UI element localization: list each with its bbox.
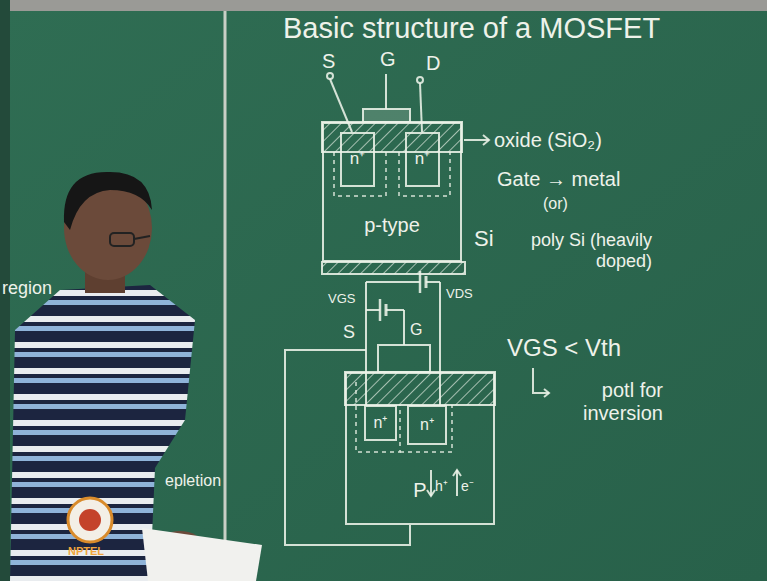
paper-sheet <box>142 528 262 581</box>
arrow-head <box>453 470 461 476</box>
diffusion-box: n⁺ <box>364 405 397 441</box>
battery-plate <box>419 271 422 293</box>
substrate-box: p-type n⁺ n⁺ <box>322 122 462 262</box>
wire <box>366 281 420 283</box>
note-text: (or) <box>543 195 568 213</box>
note-text: Gate → metal <box>497 168 620 191</box>
wall-strip <box>0 0 767 11</box>
arrow-head <box>544 389 549 397</box>
note-text-holder: (or) <box>543 195 568 213</box>
hole-arrow <box>430 470 432 496</box>
nptel-logo-core <box>79 509 101 531</box>
terminal-label-holder: D <box>426 52 440 75</box>
region-label: n⁺ <box>374 414 388 432</box>
carrier-label: h⁺ <box>435 478 448 494</box>
material-label: Si <box>474 226 494 251</box>
note-text-holder: Gate → metal <box>497 168 620 191</box>
body-wire <box>285 350 410 545</box>
oxide-layer <box>322 122 462 152</box>
note-text-holder: poly Si (heavily doped) <box>512 230 652 271</box>
terminal-label-holder: S <box>343 322 355 343</box>
region-label: n⁺ <box>350 150 365 169</box>
region-label: n⁺ <box>415 150 430 169</box>
leader-line <box>533 368 549 393</box>
note-text: poly Si (heavily doped) <box>512 230 652 271</box>
partial-board-text-holder: region <box>2 278 52 299</box>
diffusion-box: n⁺ <box>340 132 375 187</box>
terminal-label-holder: G <box>380 48 396 71</box>
arrow-head <box>483 135 489 145</box>
carrier-label-holder: h⁺ <box>435 478 448 494</box>
electron-arrow <box>456 470 458 496</box>
battery-plate <box>379 299 382 321</box>
watermark-holder: NPTEL <box>68 545 104 558</box>
hair <box>64 172 152 230</box>
body-contact <box>322 262 465 274</box>
voltage-label: VGS <box>328 292 355 307</box>
diagram-title-holder: Basic structure of a MOSFET <box>283 12 660 45</box>
partial-board-text: region <box>2 278 52 299</box>
partial-board-text: epletion <box>165 472 221 490</box>
condition-text: VGS < Vth <box>507 334 621 362</box>
source-lead <box>330 79 352 132</box>
oxide-layer <box>345 372 495 405</box>
terminal-label: G <box>380 48 396 71</box>
diffusion-box: n⁺ <box>407 405 447 445</box>
arrow-head <box>427 490 435 496</box>
note-text: potl for inversion <box>553 379 663 425</box>
source-terminal <box>327 73 333 79</box>
callout-text-holder: oxide (SiO₂) <box>494 129 602 152</box>
drain-terminal <box>417 77 423 83</box>
material-label-holder: Si <box>474 226 494 251</box>
substrate-box: Pn⁺ n⁺ <box>345 372 495 525</box>
condition-text-holder: VGS < Vth <box>507 334 621 362</box>
voltage-label: VDS <box>446 287 473 302</box>
terminal-label: S <box>343 322 355 343</box>
region-label: P <box>413 479 426 501</box>
wire <box>366 309 380 311</box>
carrier-label-holder: e⁻ <box>461 478 474 494</box>
diffusion-box: n⁺ <box>405 132 440 187</box>
leader-line <box>464 139 489 141</box>
terminal-label: S <box>322 50 335 73</box>
watermark: NPTEL <box>68 545 104 558</box>
terminal-label-holder: S <box>322 50 335 73</box>
gate-electrode <box>363 109 410 122</box>
voltage-label-holder: VGS <box>328 292 355 307</box>
gate-electrode <box>378 345 430 372</box>
partial-board-text-holder: epletion <box>165 472 221 490</box>
callout-text: oxide (SiO₂) <box>494 129 602 152</box>
terminal-label: G <box>410 321 422 339</box>
diagram-title: Basic structure of a MOSFET <box>283 12 660 45</box>
lecturer <box>10 172 262 581</box>
drain-lead <box>420 83 422 132</box>
gate-lead <box>385 74 387 109</box>
drain-wire <box>439 282 441 405</box>
glasses <box>110 233 134 246</box>
terminal-label-holder: G <box>410 321 422 339</box>
wire <box>386 309 404 311</box>
region-label: n⁺ <box>420 416 434 434</box>
carrier-label: e⁻ <box>461 478 474 494</box>
terminal-label: D <box>426 52 440 75</box>
nptel-logo <box>68 498 112 542</box>
voltage-label-holder: VDS <box>446 287 473 302</box>
wire <box>426 281 440 283</box>
glasses-arm <box>134 236 150 239</box>
gate-wire <box>403 310 405 345</box>
note-text-holder: potl for inversion <box>553 379 663 425</box>
board-divider <box>224 11 227 581</box>
region-label: p-type <box>364 214 420 236</box>
source-wire <box>365 282 367 405</box>
